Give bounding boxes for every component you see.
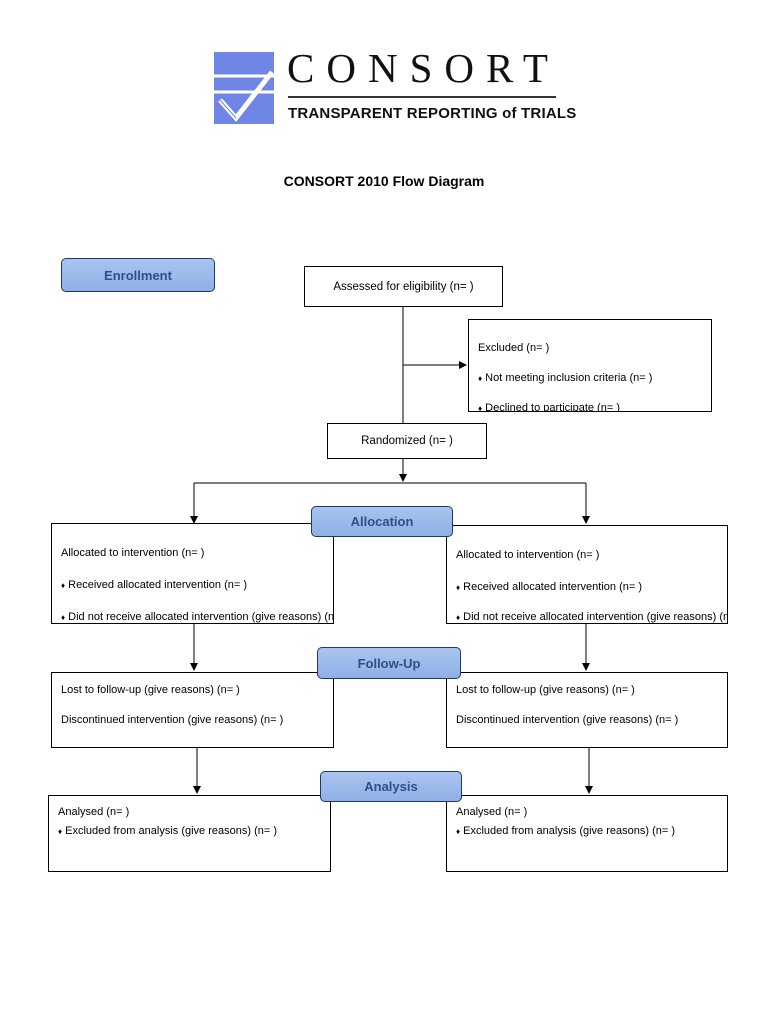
followup-right-line-2: Discontinued intervention (give reasons)…	[456, 714, 679, 726]
allocation-right-line-1: Allocated to intervention (n= )	[456, 549, 600, 561]
allocation-left-line-1: Allocated to intervention (n= )	[61, 547, 205, 559]
bullet-icon: ♦	[456, 827, 461, 836]
stage-enrollment: Enrollment	[61, 258, 215, 292]
stage-analysis: Analysis	[320, 771, 462, 802]
analysis-left-line-2: ♦ Excluded from analysis (give reasons) …	[58, 825, 277, 837]
followup-left-box: Lost to follow-up (give reasons) (n= ) D…	[51, 672, 334, 748]
excluded-box: Excluded (n= ) ♦ Not meeting inclusion c…	[468, 319, 712, 412]
allocation-left-line-2: ♦ Received allocated intervention (n= )	[61, 579, 247, 591]
followup-left-line-2: Discontinued intervention (give reasons)…	[61, 714, 284, 726]
allocation-right-line-3-text: Did not receive allocated intervention (…	[463, 611, 728, 623]
logo-wordmark: CONSORT	[287, 45, 560, 91]
stage-allocation: Allocation	[311, 506, 453, 537]
allocation-left-box: Allocated to intervention (n= ) ♦ Receiv…	[51, 523, 334, 624]
followup-left-line-1: Lost to follow-up (give reasons) (n= )	[61, 684, 240, 696]
bullet-icon: ♦	[456, 613, 461, 622]
bullet-icon: ♦	[61, 613, 66, 622]
analysis-left-line-2-text: Excluded from analysis (give reasons) (n…	[65, 825, 277, 837]
analysis-right-box: Analysed (n= ) ♦ Excluded from analysis …	[446, 795, 728, 872]
excluded-title: Excluded (n= )	[478, 342, 550, 354]
assessed-box: Assessed for eligibility (n= )	[304, 266, 503, 307]
assessed-label: Assessed for eligibility (n= )	[333, 280, 474, 293]
logo-tagline: TRANSPARENT REPORTING of TRIALS	[288, 105, 577, 122]
randomized-label: Randomized (n= )	[361, 435, 453, 447]
excluded-item-2: ♦ Declined to participate (n= )	[478, 402, 620, 412]
consort-logo-icon	[214, 52, 274, 124]
bullet-icon: ♦	[61, 581, 66, 590]
allocation-left-line-2-text: Received allocated intervention (n= )	[68, 579, 248, 591]
excluded-item-1: ♦ Not meeting inclusion criteria (n= )	[478, 372, 652, 384]
allocation-right-box: Allocated to intervention (n= ) ♦ Receiv…	[446, 525, 728, 624]
followup-right-box: Lost to follow-up (give reasons) (n= ) D…	[446, 672, 728, 748]
allocation-left-line-3: ♦ Did not receive allocated intervention…	[61, 611, 334, 623]
allocation-right-line-2: ♦ Received allocated intervention (n= )	[456, 581, 642, 593]
logo-divider	[288, 96, 556, 98]
randomized-box: Randomized (n= )	[327, 423, 487, 459]
allocation-right-line-2-text: Received allocated intervention (n= )	[463, 581, 643, 593]
followup-right-line-1: Lost to follow-up (give reasons) (n= )	[456, 684, 635, 696]
bullet-icon: ♦	[478, 374, 483, 383]
analysis-right-line-2: ♦ Excluded from analysis (give reasons) …	[456, 825, 675, 837]
bullet-icon: ♦	[478, 404, 483, 412]
analysis-left-box: Analysed (n= ) ♦ Excluded from analysis …	[48, 795, 331, 872]
analysis-right-line-1: Analysed (n= )	[456, 806, 528, 818]
excluded-item-1-text: Not meeting inclusion criteria (n= )	[485, 372, 653, 384]
bullet-icon: ♦	[58, 827, 63, 836]
diagram-title: CONSORT 2010 Flow Diagram	[283, 173, 485, 189]
allocation-left-line-3-text: Did not receive allocated intervention (…	[68, 611, 334, 623]
analysis-left-line-1: Analysed (n= )	[58, 806, 130, 818]
analysis-right-line-2-text: Excluded from analysis (give reasons) (n…	[463, 825, 675, 837]
allocation-right-line-3: ♦ Did not receive allocated intervention…	[456, 611, 728, 623]
bullet-icon: ♦	[456, 583, 461, 592]
stage-followup: Follow-Up	[317, 647, 461, 679]
excluded-item-2-text: Declined to participate (n= )	[485, 402, 620, 412]
